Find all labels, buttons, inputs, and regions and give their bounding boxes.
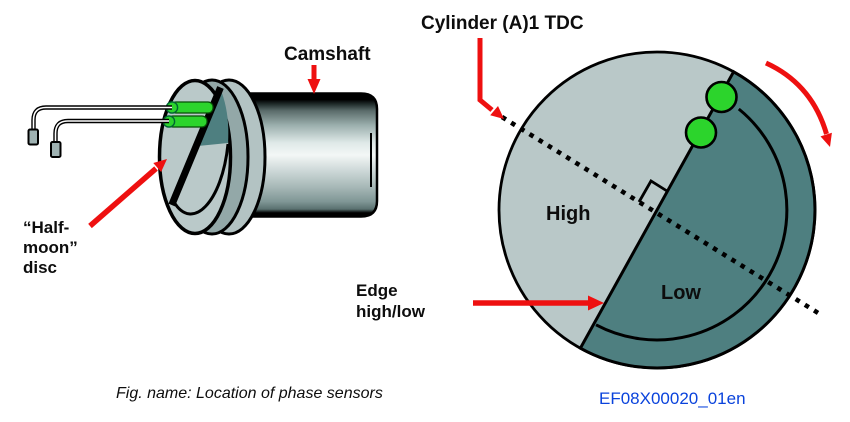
half-moon-disc-label: “Half- moon” disc — [23, 218, 78, 278]
low-region-label: Low — [661, 282, 701, 304]
annotation-arrows — [88, 38, 832, 311]
half-moon-label-line2: moon” — [23, 238, 78, 257]
tdc-dotted-line — [500, 115, 825, 318]
high-region-label: High — [546, 203, 591, 225]
sensor-wires — [27, 105, 172, 158]
right-angle-mark — [637, 179, 668, 203]
rotation-arrow — [764, 60, 832, 147]
camshaft-assembly — [27, 78, 379, 236]
half-moon-label-line3: disc — [23, 258, 58, 277]
wire-2-core — [54, 120, 169, 143]
phase-sensors — [162, 101, 214, 128]
phase-dial — [497, 50, 825, 370]
figure-code: EF08X00020_01en — [599, 389, 746, 408]
edge-arrow — [473, 295, 604, 311]
disc-inner-arc — [172, 143, 230, 216]
sensor-dot-2 — [684, 116, 718, 149]
tdc-arrow — [477, 38, 504, 119]
dial-inner-arc — [595, 107, 789, 342]
half-moon-arrow — [88, 159, 167, 229]
wire-connector-1 — [27, 128, 39, 146]
camshaft-arrow — [307, 65, 321, 94]
camshaft-label: Camshaft — [284, 44, 371, 65]
figure-caption: Fig. name: Location of phase sensors — [116, 385, 383, 402]
cylinder-tdc-label: Cylinder (A)1 TDC — [421, 13, 584, 34]
wire-1-core — [32, 106, 172, 131]
wire-2 — [53, 118, 169, 143]
wire-connector-2 — [50, 141, 62, 158]
edge-high-low-label: Edge high/low — [356, 280, 425, 322]
camshaft-cylinder — [238, 92, 379, 218]
sensor-dot-1 — [705, 80, 738, 114]
edge-label-line1: Edge — [356, 281, 398, 300]
edge-label-line2: high/low — [356, 302, 425, 321]
half-moon-label-line1: “Half- — [23, 218, 70, 237]
